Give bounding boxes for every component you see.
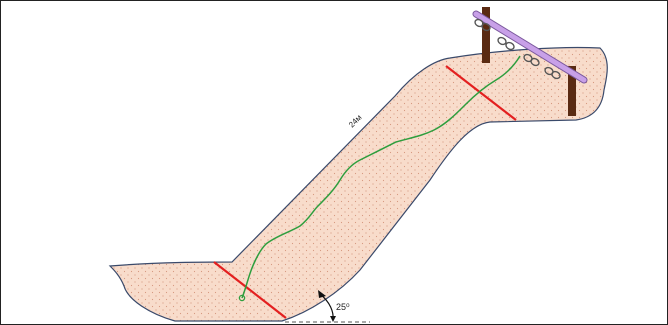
loop bbox=[481, 22, 491, 32]
loop bbox=[497, 36, 507, 46]
bottom-cut-line bbox=[213, 261, 287, 319]
rope-bar-highlight bbox=[473, 11, 587, 83]
loop bbox=[505, 41, 515, 51]
loops-group bbox=[474, 18, 561, 80]
top-cut-line bbox=[445, 65, 517, 121]
left-post bbox=[482, 7, 490, 63]
slope-body bbox=[108, 46, 608, 322]
angle-arrow-bottom bbox=[330, 316, 336, 322]
green-track bbox=[241, 55, 521, 299]
track-start-point bbox=[238, 294, 246, 302]
loop bbox=[530, 57, 540, 67]
angle-arrow-top bbox=[318, 290, 326, 298]
length-label: 24м bbox=[347, 113, 364, 130]
loop bbox=[551, 70, 561, 80]
angle-label: 25⁰ bbox=[336, 302, 350, 312]
right-post bbox=[568, 66, 576, 116]
